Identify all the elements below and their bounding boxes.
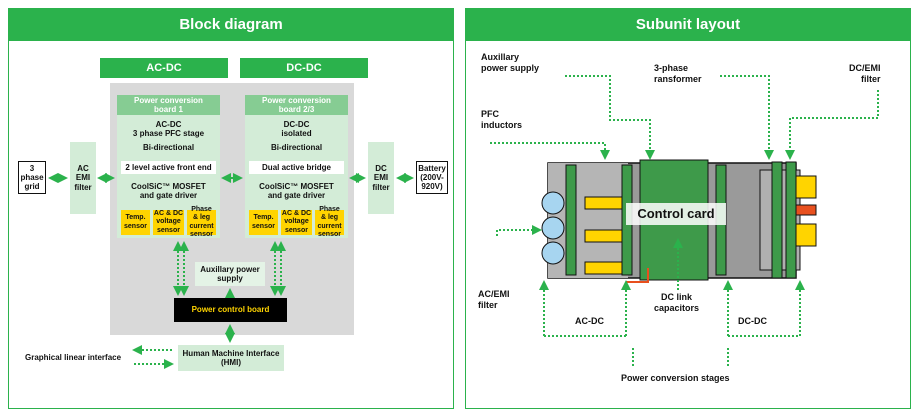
subunit-layout-panel: Subunit layout — [465, 8, 911, 409]
board23-line1: DC-DC isolated — [281, 119, 312, 138]
power-stages-label: Power conversion stages — [621, 373, 730, 383]
board23-temp-sensor: Temp. sensor — [249, 210, 278, 235]
board1-voltage-sensor: AC & DC voltage sensor — [153, 210, 184, 235]
board1-line1: AC-DC 3 phase PFC stage — [132, 119, 205, 138]
three-phase-grid: 3 phase grid — [18, 161, 46, 194]
ac-emi-filter-label: AC/EMI filter — [478, 289, 510, 310]
dc-emi-filter-label: DC/EMI filter — [849, 63, 881, 84]
acdc-header: AC-DC — [100, 58, 228, 78]
board23-title: Power conversion board 2/3 — [245, 95, 348, 115]
aux-power-supply: Auxillary power supply — [195, 262, 265, 286]
dc-emi-filter: DC EMI filter — [368, 142, 394, 214]
dcdc-header: DC-DC — [240, 58, 368, 78]
board1-title: Power conversion board 1 — [117, 95, 220, 115]
transformer-label: 3-phase ransformer — [654, 63, 702, 84]
board1-mosfet: CoolSiC™ MOSFET and gate driver — [131, 181, 206, 200]
dc-link-label: DC link capacitors — [654, 292, 700, 313]
board1-temp-sensor: Temp. sensor — [121, 210, 150, 235]
board23-bridge: Dual active bridge — [249, 161, 344, 174]
block-diagram-panel: Block diagram — [8, 8, 454, 409]
block-diagram-title: Block diagram — [9, 9, 453, 41]
board23-voltage-sensor: AC & DC voltage sensor — [281, 210, 312, 235]
aux-power-supply-label: Auxillary power supply — [481, 52, 540, 73]
battery: Battery (200V- 920V) — [416, 161, 448, 194]
board1-line2: Bi-directional — [142, 143, 195, 153]
board1-front-end: 2 level active front end — [121, 161, 216, 174]
ac-emi-filter: AC EMI filter — [70, 142, 96, 214]
graphical-interface-label: Graphical linear interface — [25, 353, 122, 362]
dcdc-label: DC-DC — [738, 316, 767, 326]
subunit-layout-title: Subunit layout — [466, 9, 910, 41]
board1-current-sensor: Phase & leg current sensor — [187, 206, 216, 238]
hmi: Human Machine Interface (HMI) — [178, 345, 284, 371]
power-control-board: Power control board — [174, 298, 287, 322]
pfc-inductors-label: PFC inductors — [481, 109, 523, 130]
board23-line2: Bi-directional — [270, 143, 323, 153]
control-card: Control card — [626, 203, 726, 225]
acdc-label: AC-DC — [575, 316, 604, 326]
board23-current-sensor: Phase & leg current sensor — [315, 206, 344, 238]
board23-mosfet: CoolSiC™ MOSFET and gate driver — [259, 181, 334, 200]
